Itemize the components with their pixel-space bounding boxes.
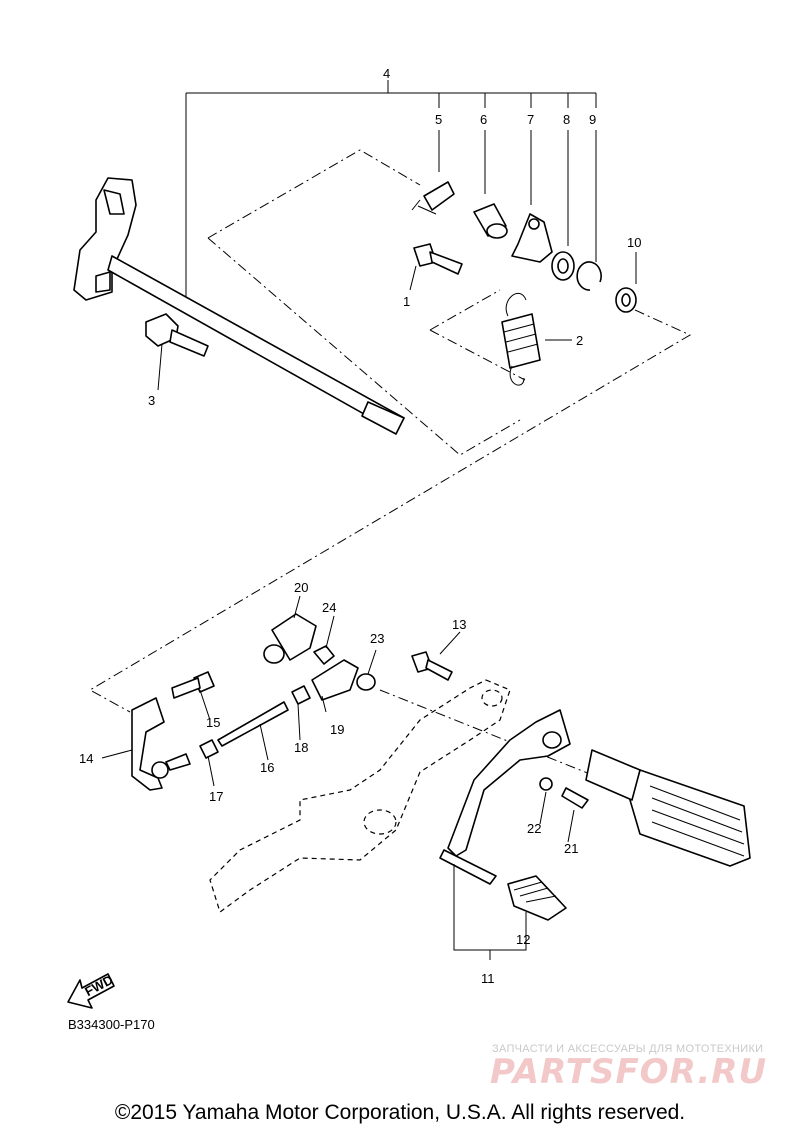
callout-17: 17	[209, 789, 223, 804]
footrest	[585, 749, 751, 867]
assembly-bracket-4	[185, 80, 637, 300]
frame-outline	[209, 679, 511, 913]
callout-6: 6	[480, 112, 487, 127]
callout-13: 13	[452, 617, 466, 632]
callout-23: 23	[370, 631, 384, 646]
nut-18	[291, 685, 311, 705]
shift-pedal-11	[439, 709, 571, 885]
bolt-13	[411, 651, 453, 681]
collar-6	[473, 203, 508, 239]
callout-11: 11	[481, 971, 495, 986]
callout-4: 4	[383, 66, 390, 81]
shift-arm-14	[131, 697, 191, 791]
diagram-code: B334300-P170	[68, 1017, 155, 1032]
callout-1: 1	[403, 294, 410, 309]
callout-7: 7	[527, 112, 534, 127]
circlip-9	[576, 261, 602, 291]
collar-23	[356, 673, 376, 691]
copyright-notice: ©2015 Yamaha Motor Corporation, U.S.A. A…	[114, 1101, 686, 1124]
fwd-label: FWD	[82, 972, 115, 999]
callout-3: 3	[148, 393, 155, 408]
callout-16: 16	[260, 760, 274, 775]
callout-22: 22	[527, 821, 541, 836]
callout-5: 5	[435, 112, 442, 127]
nut-17	[199, 739, 219, 759]
stopper-bolt-3	[145, 313, 209, 357]
callout-12: 12	[516, 932, 530, 947]
callout-24: 24	[322, 600, 336, 615]
bolt-1	[413, 243, 463, 275]
callout-20: 20	[294, 580, 308, 595]
shift-rod-16	[217, 701, 289, 747]
spring-2	[501, 293, 541, 386]
callout-10: 10	[627, 235, 641, 250]
nut-24	[313, 645, 335, 665]
joint-20	[263, 613, 317, 664]
callout-2: 2	[576, 333, 583, 348]
callout-21: 21	[564, 841, 578, 856]
watermark-tagline: ЗАПЧАСТИ И АКСЕССУАРЫ ДЛЯ МОТОТЕХНИКИ	[492, 1043, 764, 1055]
plate-7	[511, 213, 553, 263]
fwd-arrow-icon: FWD	[67, 972, 115, 1009]
callout-18: 18	[294, 740, 308, 755]
bolt-15	[171, 671, 215, 699]
callout-19: 19	[330, 722, 344, 737]
shift-shaft	[73, 177, 405, 435]
bolt-21	[561, 787, 589, 809]
washer-22	[539, 777, 553, 791]
callout-numbers: 1 2 3 4 5 6 7 8 9 10 11 12 13 14 15 16 1…	[79, 66, 641, 986]
leader-lines	[101, 265, 575, 843]
bracket-11	[453, 864, 527, 960]
pedal-rubber-12	[507, 875, 567, 921]
torsion-spring-5	[411, 181, 455, 215]
callout-14: 14	[79, 751, 93, 766]
watermark-logo: PARTSFOR.RU	[490, 1052, 768, 1092]
callout-8: 8	[563, 112, 570, 127]
callout-15: 15	[206, 715, 220, 730]
washer-8	[551, 251, 575, 281]
joint-19	[311, 659, 359, 701]
washer-10	[615, 287, 637, 313]
callout-9: 9	[589, 112, 596, 127]
